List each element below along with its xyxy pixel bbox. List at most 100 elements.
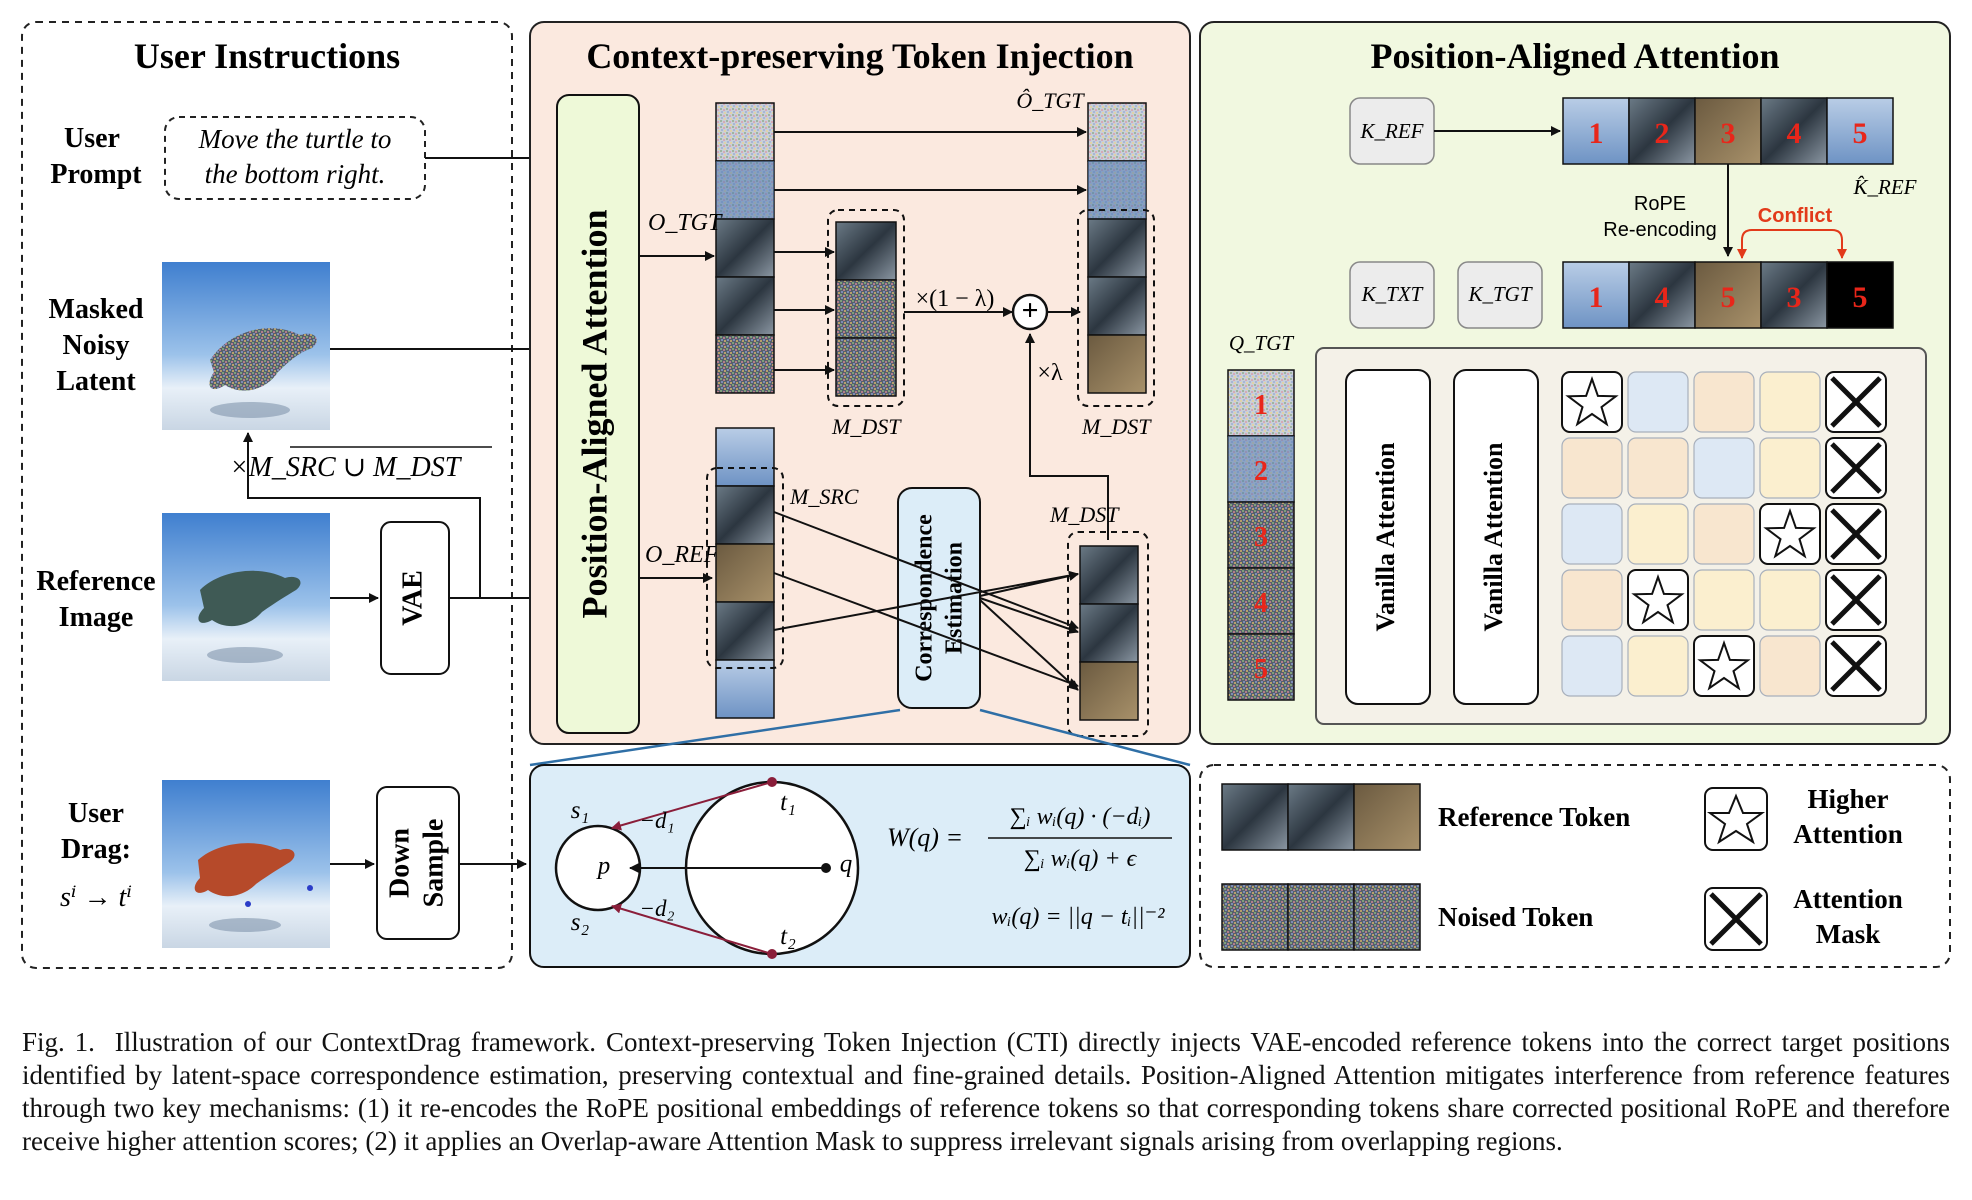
w-formula-numerator: ∑ᵢ wᵢ(q) · (−dᵢ) — [1010, 804, 1151, 830]
caption-label: Fig. 1. — [22, 1027, 95, 1057]
figure-caption: Fig. 1. Illustration of our ContextDrag … — [22, 1026, 1950, 1158]
k-ref-hat-label: K̂_REF — [1853, 175, 1917, 199]
mask-x-icon — [1830, 574, 1882, 626]
m-src-box — [706, 467, 784, 669]
correspondence-label-1: Correspondence — [912, 514, 938, 682]
mask-x-icon — [1704, 887, 1768, 951]
attention-matrix — [1561, 371, 1887, 697]
conflict-label: Conflict — [1758, 205, 1833, 227]
mask-x-icon — [1830, 442, 1882, 494]
k-ref-hat-token-row — [1562, 261, 1894, 329]
vae-label: VAE — [397, 570, 428, 626]
reference-label-2: Image — [59, 602, 134, 633]
k-ref-num-4: 4 — [1787, 117, 1802, 150]
mask-x-icon — [1830, 640, 1882, 692]
k-ref-hat-num-3: 5 — [1721, 281, 1736, 314]
correspondence-detail-panel — [529, 764, 1191, 968]
s2-label: s₂ — [571, 909, 590, 936]
attention-cell-tan — [1693, 371, 1755, 433]
down-sample-label-2: Sample — [418, 819, 449, 908]
m-dst-label-lower: M_DST — [1049, 502, 1120, 527]
drag-expression: sⁱ → tⁱ — [60, 882, 132, 913]
k-ref-token-row — [1562, 97, 1894, 165]
m-dst-token-stack-lower — [1079, 545, 1139, 721]
plus-sign: + — [1021, 294, 1038, 327]
rope-label-1: RoPE — [1634, 193, 1686, 215]
neg-d1-label: −d₁ — [639, 808, 674, 833]
o-ref-token-stack — [715, 427, 775, 719]
k-ref-hat-num-4: 3 — [1787, 281, 1802, 314]
correspondence-estimation-block — [897, 487, 981, 709]
masked-noisy-latent-image — [162, 262, 330, 430]
down-sample-label-1: Down — [384, 828, 415, 898]
o-tgt-hat-token-stack — [1087, 102, 1147, 394]
t2-label: t₂ — [780, 923, 796, 950]
q-tgt-token-column — [1227, 369, 1295, 701]
prompt-text-1: Move the turtle to — [198, 124, 392, 154]
paa-block-label: Position-Aligned Attention — [574, 209, 614, 618]
m-dst-token-stack-mid — [835, 221, 897, 397]
attention-cell-yellow — [1759, 371, 1821, 433]
attention-cell-blue — [1627, 371, 1689, 433]
q-tgt-num-4: 4 — [1254, 588, 1268, 619]
user-instructions-panel — [21, 21, 513, 969]
star-icon — [1697, 639, 1751, 691]
one-minus-lambda: ×(1 − λ) — [916, 286, 995, 312]
attention-cell-blue — [1561, 635, 1623, 697]
q-tgt-num-1: 1 — [1254, 390, 1268, 421]
neg-d2-label: −d₂ — [639, 896, 674, 921]
q-tgt-num-2: 2 — [1254, 456, 1268, 487]
higher-attention-label-2: Attention — [1793, 819, 1903, 849]
k-txt-box — [1349, 261, 1435, 329]
reference-token-label: Reference Token — [1438, 802, 1630, 832]
prompt-text-2: the bottom right. — [205, 159, 386, 189]
attention-cell-yellow — [1759, 569, 1821, 631]
q-tgt-num-3: 3 — [1254, 522, 1268, 553]
k-ref-hat-num-2: 4 — [1655, 281, 1670, 314]
drag-label-1: User — [68, 798, 124, 829]
m-dst-box-lower — [1067, 531, 1149, 737]
q-tgt-label: Q_TGT — [1229, 331, 1295, 355]
m-dst-label-right: M_DST — [1081, 414, 1152, 439]
caption-text: Illustration of our ContextDrag framewor… — [22, 1027, 1950, 1156]
q-label: q — [840, 851, 853, 878]
user-drag-image — [162, 780, 330, 948]
vanilla-attention-label-1: Vanilla Attention — [1371, 442, 1400, 632]
k-ref-num-2: 2 — [1655, 117, 1670, 150]
o-tgt-hat-label: Ô_TGT — [1016, 88, 1085, 113]
k-txt-label: K_TXT — [1361, 282, 1424, 306]
attention-cell-yellow — [1693, 569, 1755, 631]
noised-token-label: Noised Token — [1438, 902, 1593, 932]
s1-label: s₁ — [571, 797, 589, 824]
k-ref-num-3: 3 — [1721, 117, 1736, 150]
lambda-label: ×λ — [1037, 360, 1063, 386]
reference-image — [162, 513, 330, 681]
k-ref-label: K_REF — [1360, 119, 1424, 143]
q-tgt-num-5: 5 — [1254, 654, 1268, 685]
k-ref-hat-num-5: 5 — [1853, 281, 1868, 314]
w-formula-lhs: W(q) = — [887, 823, 963, 852]
w-formula-denominator: ∑ᵢ wᵢ(q) + ϵ — [1024, 846, 1138, 872]
t1-label: t₁ — [780, 789, 796, 816]
attention-mask-label-1: Attention — [1793, 884, 1903, 914]
mask-x-icon — [1830, 508, 1882, 560]
o-tgt-label: O_TGT — [648, 210, 723, 236]
attention-cell-tan — [1627, 437, 1689, 499]
attention-cell-blue — [1561, 503, 1623, 565]
star-icon — [1704, 787, 1768, 851]
user-instructions-title: User Instructions — [134, 36, 400, 76]
noised-token-swatch — [1221, 883, 1421, 951]
k-ref-hat-num-1: 1 — [1589, 281, 1604, 314]
k-tgt-label: K_TGT — [1467, 282, 1532, 306]
higher-attention-label-1: Higher — [1808, 784, 1889, 814]
star-icon — [1631, 573, 1685, 625]
rope-label-2: Re-encoding — [1603, 219, 1716, 241]
k-ref-num-1: 1 — [1589, 117, 1604, 150]
attention-cell-tan — [1759, 635, 1821, 697]
k-tgt-box — [1457, 261, 1543, 329]
user-prompt-label-1: User — [64, 123, 120, 154]
user-prompt-label-2: Prompt — [50, 159, 142, 190]
m-dst-label-mid: M_DST — [831, 414, 902, 439]
vanilla-attention-label-2: Vanilla Attention — [1479, 442, 1508, 632]
m-dst-box-right — [1077, 209, 1155, 407]
